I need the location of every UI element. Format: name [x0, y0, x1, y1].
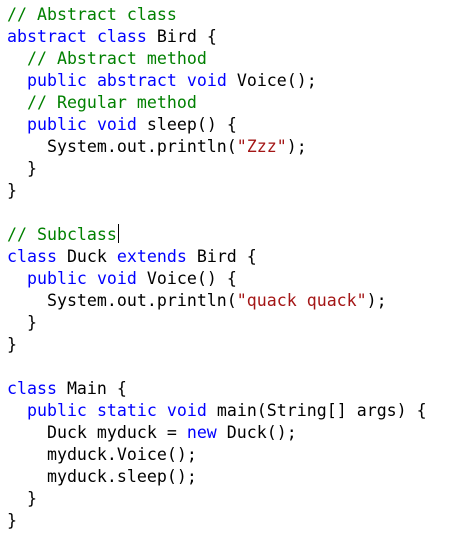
keyword-token: class — [7, 379, 57, 398]
comment-token: // Subclass — [7, 225, 117, 244]
keyword-token: extends — [116, 247, 187, 266]
code-token: } — [7, 489, 37, 508]
code-line[interactable]: public void sleep() { — [7, 114, 460, 136]
code-token — [7, 93, 27, 112]
code-token: Voice(); — [226, 71, 317, 90]
code-token: ); — [286, 137, 307, 156]
code-token: Duck — [56, 247, 117, 266]
code-line[interactable]: abstract class Bird { — [7, 26, 460, 48]
keyword-token: static — [96, 401, 157, 420]
code-token: } — [7, 159, 37, 178]
code-token — [177, 71, 187, 90]
code-line[interactable]: ​ — [7, 202, 460, 224]
code-line[interactable]: // Abstract method — [7, 48, 460, 70]
keyword-token: void — [186, 71, 227, 90]
code-token: } — [7, 335, 17, 354]
code-line[interactable]: public void Voice() { — [7, 268, 460, 290]
code-line[interactable]: } — [7, 312, 460, 334]
keyword-token: class — [96, 27, 147, 46]
keyword-token: void — [166, 401, 207, 420]
code-line[interactable]: myduck.sleep(); — [7, 466, 460, 488]
code-token: } — [7, 313, 37, 332]
code-line[interactable]: } — [7, 488, 460, 510]
keyword-token: public — [26, 401, 87, 420]
code-token: myduck.sleep(); — [7, 467, 197, 486]
code-line[interactable]: } — [7, 180, 460, 202]
code-line[interactable]: } — [7, 334, 460, 356]
comment-token: // Abstract class — [7, 5, 177, 24]
code-area[interactable]: // Abstract class abstract class Bird { /… — [7, 4, 460, 532]
keyword-token: void — [96, 269, 137, 288]
code-line[interactable]: ​ — [7, 356, 460, 378]
code-token — [157, 401, 167, 420]
code-token: ); — [366, 291, 387, 310]
code-token: } — [7, 511, 17, 530]
code-line[interactable]: // Subclass — [7, 224, 460, 246]
keyword-token: class — [7, 247, 57, 266]
keyword-token: public — [26, 115, 87, 134]
code-token: Duck myduck = — [7, 423, 187, 442]
code-line[interactable]: } — [7, 158, 460, 180]
code-line[interactable]: // Regular method — [7, 92, 460, 114]
keyword-token: public — [26, 269, 87, 288]
code-token: Duck(); — [216, 423, 297, 442]
code-line[interactable]: public static void main(String[] args) { — [7, 400, 460, 422]
code-token — [87, 269, 97, 288]
string-token: "quack quack" — [236, 291, 367, 310]
code-token — [87, 27, 97, 46]
comment-token: // Abstract method — [26, 49, 207, 68]
code-token: System.out.println( — [7, 137, 237, 156]
code-token — [87, 71, 97, 90]
code-token: System.out.println( — [7, 291, 237, 310]
code-token: } — [7, 181, 17, 200]
code-token — [7, 401, 27, 420]
code-line[interactable]: public abstract void Voice(); — [7, 70, 460, 92]
code-token: Bird { — [146, 27, 217, 46]
code-line[interactable]: class Main { — [7, 378, 460, 400]
code-token — [7, 49, 27, 68]
code-line[interactable]: } — [7, 510, 460, 532]
code-line[interactable]: System.out.println("quack quack"); — [7, 290, 460, 312]
code-token: sleep() { — [136, 115, 237, 134]
code-token — [7, 115, 27, 134]
keyword-token: abstract — [96, 71, 177, 90]
code-token: main(String[] args) { — [206, 401, 427, 420]
code-token — [7, 269, 27, 288]
code-token — [7, 71, 27, 90]
code-token — [87, 401, 97, 420]
keyword-token: new — [186, 423, 217, 442]
text-caret — [117, 224, 119, 243]
code-line[interactable]: // Abstract class — [7, 4, 460, 26]
keyword-token: void — [96, 115, 137, 134]
string-token: "Zzz" — [236, 137, 287, 156]
code-token — [87, 115, 97, 134]
code-token: Bird { — [186, 247, 257, 266]
code-token: Voice() { — [136, 269, 237, 288]
code-token: Main { — [56, 379, 127, 398]
code-line[interactable]: myduck.Voice(); — [7, 444, 460, 466]
keyword-token: public — [26, 71, 87, 90]
code-line[interactable]: class Duck extends Bird { — [7, 246, 460, 268]
code-line[interactable]: Duck myduck = new Duck(); — [7, 422, 460, 444]
code-token: myduck.Voice(); — [7, 445, 197, 464]
comment-token: // Regular method — [26, 93, 197, 112]
code-line[interactable]: System.out.println("Zzz"); — [7, 136, 460, 158]
keyword-token: abstract — [7, 27, 87, 46]
